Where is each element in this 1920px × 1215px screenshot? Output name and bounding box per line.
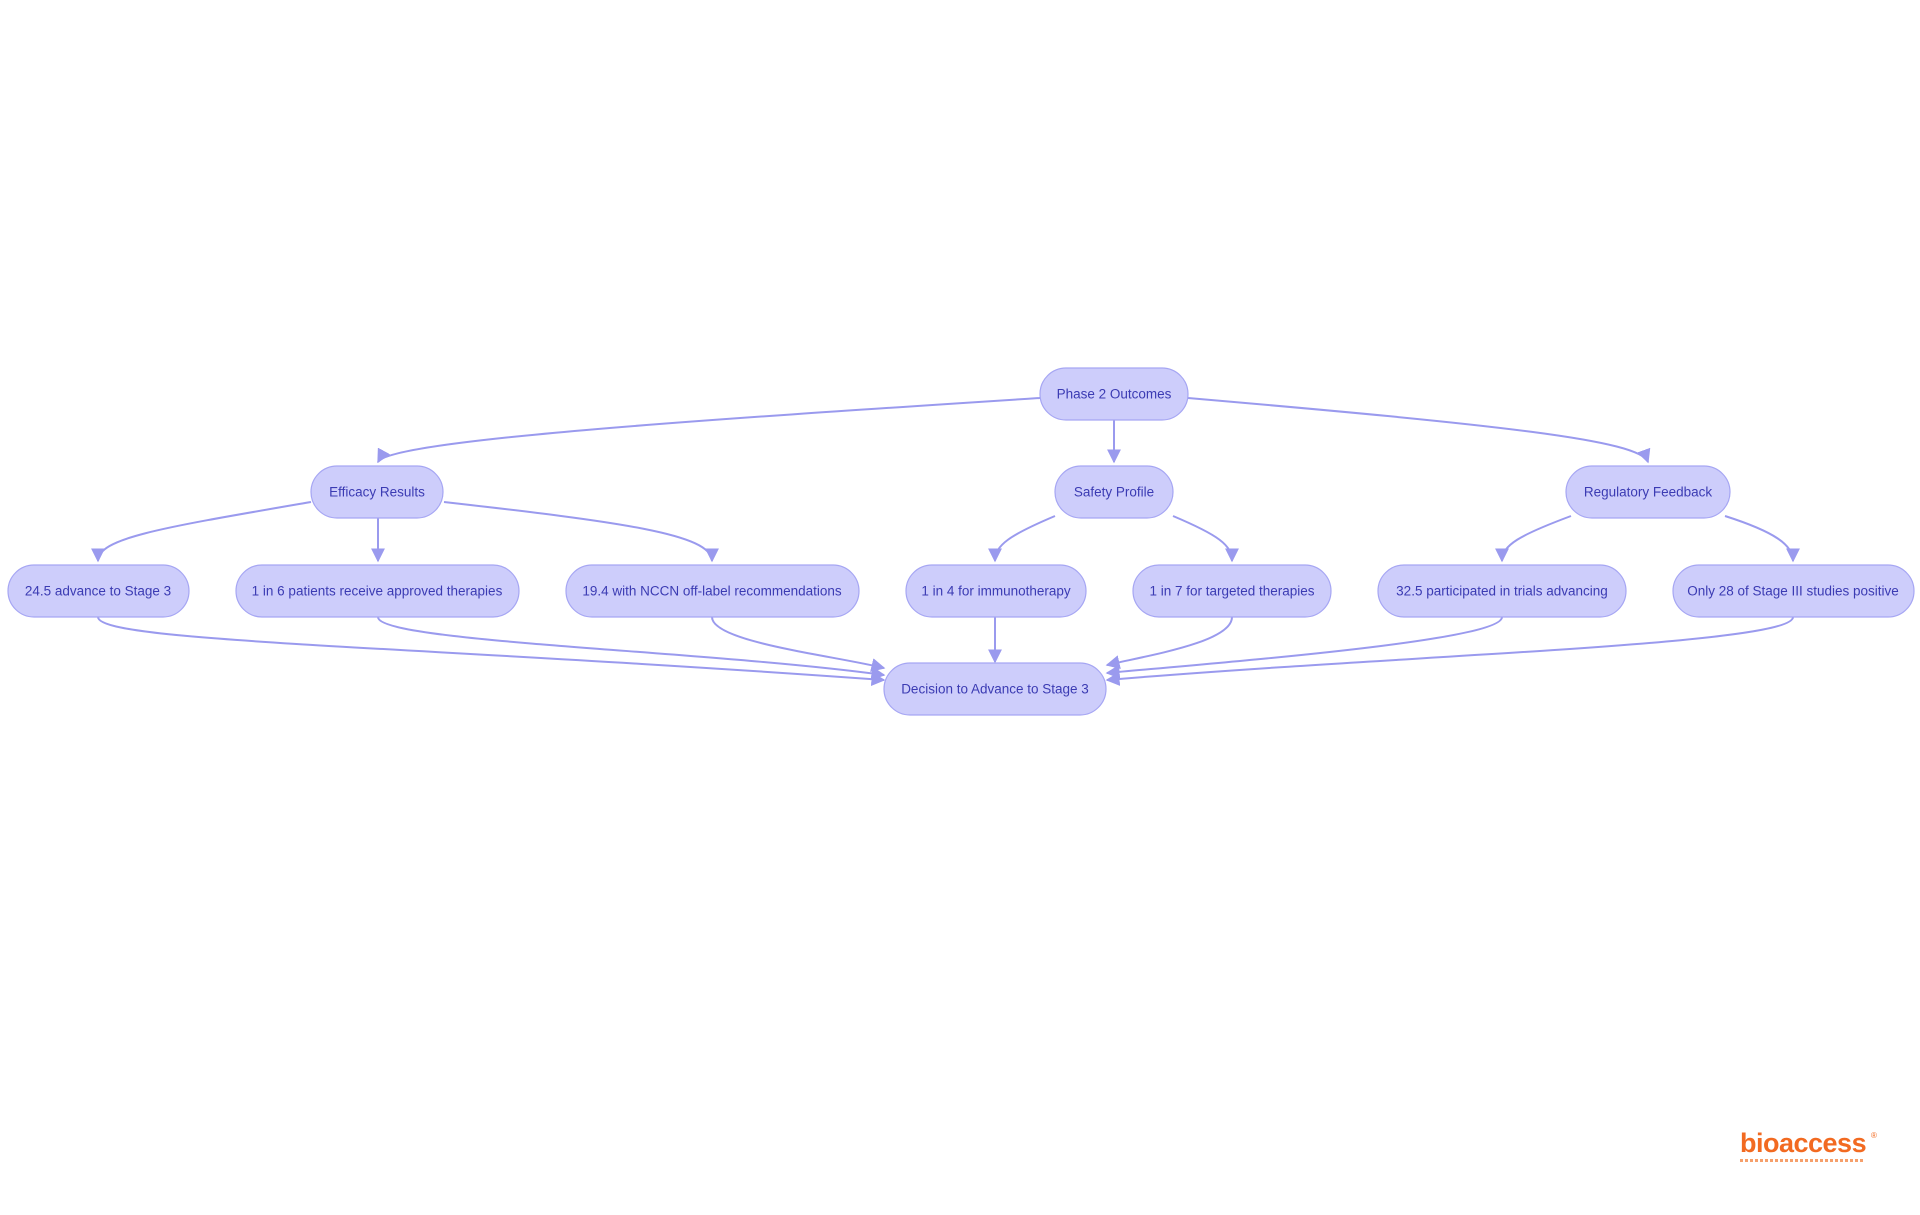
node-targeted-therapies: 1 in 7 for targeted therapies — [1132, 564, 1332, 618]
node-label: 1 in 4 for immunotherapy — [921, 584, 1071, 599]
node-label: 1 in 7 for targeted therapies — [1149, 584, 1314, 599]
node-trials-advancing: 32.5 participated in trials advancing — [1377, 564, 1627, 618]
edge-regulatory-to-trials — [1495, 515, 1572, 563]
node-efficacy-results: Efficacy Results — [310, 465, 444, 519]
node-label: 1 in 6 patients receive approved therapi… — [252, 584, 503, 599]
node-label: Decision to Advance to Stage 3 — [901, 682, 1089, 697]
node-decision-stage3: Decision to Advance to Stage 3 — [883, 662, 1107, 716]
edge-advance-stage3-to-decision — [97, 616, 886, 687]
node-stage3-positive: Only 28 of Stage III studies positive — [1672, 564, 1915, 618]
logo-tagline-graphic — [1740, 1159, 1864, 1162]
edges — [91, 397, 1800, 687]
edge-efficacy-to-advance-stage3 — [91, 501, 312, 563]
registered-mark: ® — [1871, 1131, 1877, 1140]
node-label: 24.5 advance to Stage 3 — [25, 584, 171, 599]
edge-targeted-to-decision — [1105, 616, 1233, 669]
node-label: 19.4 with NCCN off-label recommendations — [582, 584, 842, 599]
node-nccn-offlabel: 19.4 with NCCN off-label recommendations — [565, 564, 860, 618]
edge-safety-to-immunotherapy — [988, 515, 1056, 563]
node-regulatory-feedback: Regulatory Feedback — [1565, 465, 1731, 519]
node-label: Phase 2 Outcomes — [1057, 387, 1172, 402]
node-label: Only 28 of Stage III studies positive — [1687, 584, 1899, 599]
logo-wordmark: bioaccess — [1740, 1128, 1867, 1158]
node-approved-therapies: 1 in 6 patients receive approved therapi… — [235, 564, 520, 618]
node-label: Efficacy Results — [329, 485, 425, 500]
edge-efficacy-to-nccn — [443, 501, 719, 563]
bioaccess-logo: bioaccess ® — [1740, 1128, 1877, 1166]
edge-trials-to-decision — [1105, 616, 1503, 679]
edge-phase2-to-efficacy — [377, 397, 1041, 464]
edge-approved-therapies-to-decision — [377, 616, 886, 681]
node-label: Regulatory Feedback — [1584, 485, 1713, 500]
node-immunotherapy: 1 in 4 for immunotherapy — [905, 564, 1087, 618]
edge-phase2-to-regulatory — [1187, 397, 1651, 464]
node-phase2-outcomes: Phase 2 Outcomes — [1039, 367, 1189, 421]
edge-regulatory-to-stage3-positive — [1724, 515, 1800, 563]
node-label: 32.5 participated in trials advancing — [1396, 584, 1608, 599]
edge-stage3-positive-to-decision — [1105, 616, 1794, 686]
edge-safety-to-targeted — [1172, 515, 1239, 563]
node-safety-profile: Safety Profile — [1054, 465, 1174, 519]
node-label: Safety Profile — [1074, 485, 1154, 500]
node-advance-stage3: 24.5 advance to Stage 3 — [7, 564, 190, 618]
edge-nccn-to-decision — [711, 616, 886, 672]
